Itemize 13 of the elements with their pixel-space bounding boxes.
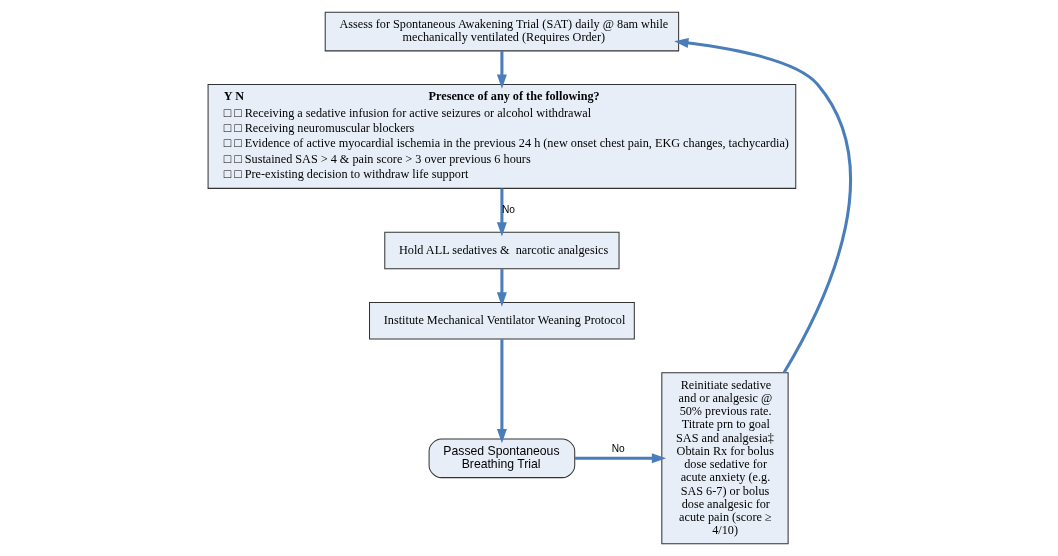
node-box: Assess for Spontaneous Awakening Trial (SAT) daily @ 8am while mechanically ventilated (Requires Order) — [324, 11, 679, 52]
node-box: Passed Spontaneous Breathing Trial — [428, 438, 575, 479]
node-box: Y N Presence of any of the following? □ □ Receiving a sedative infusion for active seizures or alcohol withdrawal □ □ Receiving neuromuscular blockers □ □ Evidence of active myocardial ischemia in the previous 24 h (new onset chest pain, EKG changes, tachycardia) □ □ Sustained SAS > 4 & pain score > 3 over previous 6 hours □ □ Pre-existing decision to withdraw life support — [207, 83, 796, 189]
arrow — [496, 50, 507, 89]
node-box: Reinitiate sedative and or analgesic @ 50% previous rate. Titrate prn to goal SAS and analgesia‡ Obtain Rx for bolus dose sedative for acute anxiety (e.g. SAS 6-7) or bolus dose analgesic for acute pain (score ≥ 4/10) — [660, 372, 789, 545]
node-box: Hold ALL sedatives & narcotic analgesics — [383, 231, 620, 270]
arrow — [496, 188, 507, 237]
arrow — [673, 38, 852, 374]
arrow — [496, 339, 507, 444]
arrow — [496, 269, 507, 307]
node-box: Institute Mechanical Ventilator Weaning Protocol — [368, 301, 635, 340]
edge-label: No — [611, 443, 625, 455]
arrow — [574, 453, 666, 464]
